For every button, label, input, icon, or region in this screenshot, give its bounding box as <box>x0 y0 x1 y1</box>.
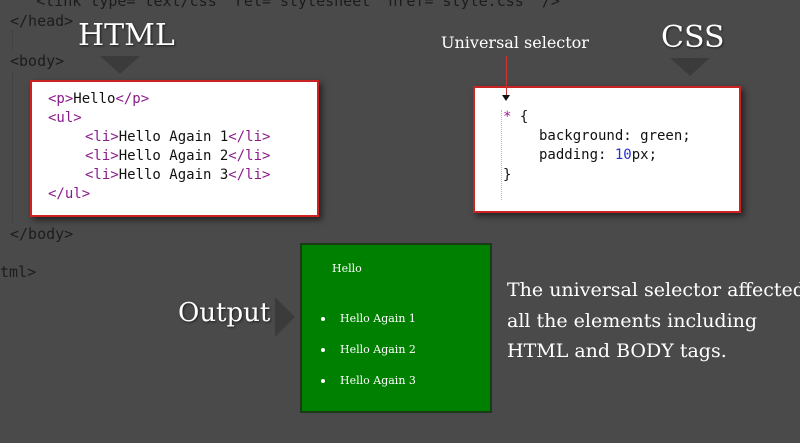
description-line: all the elements including <box>507 309 758 332</box>
bg-body-close: </body> <box>10 225 74 243</box>
code-tag: <li> <box>85 129 119 145</box>
output-pointer <box>275 297 295 337</box>
bg-link-line: <link type="text/css" rel="stylesheet" h… <box>0 0 560 10</box>
output-list-item: Hello Again 2 <box>340 343 416 356</box>
css-heading-pointer <box>670 58 710 76</box>
description: The universal selector affected all the … <box>507 275 800 367</box>
bullet-icon <box>321 379 325 383</box>
universal-selector-annotation: Universal selector <box>441 33 589 52</box>
output-paragraph: Hello <box>332 262 362 275</box>
code-ul-open-line: <ul> <box>48 110 82 126</box>
output-list-item: Hello Again 3 <box>340 374 416 387</box>
annotation-arrow-icon <box>502 95 510 101</box>
bg-head-close: </head> <box>10 12 74 30</box>
output-label: Output <box>178 298 271 328</box>
code-text: Hello Again 3 <box>118 167 229 183</box>
bullet-icon <box>321 317 325 321</box>
padding-value: 10 <box>614 147 632 163</box>
css-heading: CSS <box>661 20 725 55</box>
bg-indent-guide <box>12 30 13 50</box>
padding-unit: px; <box>631 147 658 163</box>
code-text: Hello Again 1 <box>118 129 229 145</box>
code-tag: <li> <box>85 148 119 164</box>
html-heading-pointer <box>100 56 140 74</box>
code-text: Hello <box>73 91 116 107</box>
annotation-pointer-line <box>506 56 507 96</box>
code-text: Hello Again 2 <box>118 148 229 164</box>
code-tag: </ul> <box>48 186 91 202</box>
css-padding-line: padding: 10px; <box>539 147 657 163</box>
code-li-line: <li>Hello Again 2</li> <box>85 148 270 164</box>
bullet-icon <box>321 348 325 352</box>
code-tag: <li> <box>85 167 119 183</box>
code-tag: <ul> <box>48 110 82 126</box>
css-code-card: * { background: green; padding: 10px; } <box>473 86 741 213</box>
open-brace: { <box>511 109 529 125</box>
code-li-line: <li>Hello Again 3</li> <box>85 167 270 183</box>
code-tag: </p> <box>115 91 150 107</box>
css-close-line: } <box>503 167 512 183</box>
css-selector-line: * { <box>503 109 528 125</box>
bg-html-close: tml> <box>0 263 37 281</box>
code-tag: </li> <box>228 129 271 145</box>
code-p-line: <p>Hello</p> <box>48 91 149 107</box>
html-code-card: <p>Hello</p> <ul> <li>Hello Again 1</li>… <box>30 80 319 217</box>
code-tag: <p> <box>48 91 74 107</box>
bg-body-open: <body> <box>10 52 65 70</box>
code-ul-close-line: </ul> <box>48 186 90 202</box>
code-tag: </li> <box>228 148 271 164</box>
code-tag: </li> <box>228 167 271 183</box>
universal-selector: * <box>503 109 512 125</box>
css-background-line: background: green; <box>539 128 691 144</box>
css-indent-guide <box>501 110 502 200</box>
html-heading: HTML <box>78 18 175 53</box>
output-list-item: Hello Again 1 <box>340 312 416 325</box>
description-line: HTML and BODY tags. <box>507 340 727 362</box>
output-preview: Hello Hello Again 1 Hello Again 2 Hello … <box>300 243 492 413</box>
bg-indent-guide <box>12 72 13 222</box>
description-line: The universal selector affected <box>507 279 800 301</box>
code-li-line: <li>Hello Again 1</li> <box>85 129 270 145</box>
padding-property: padding: <box>539 147 615 163</box>
